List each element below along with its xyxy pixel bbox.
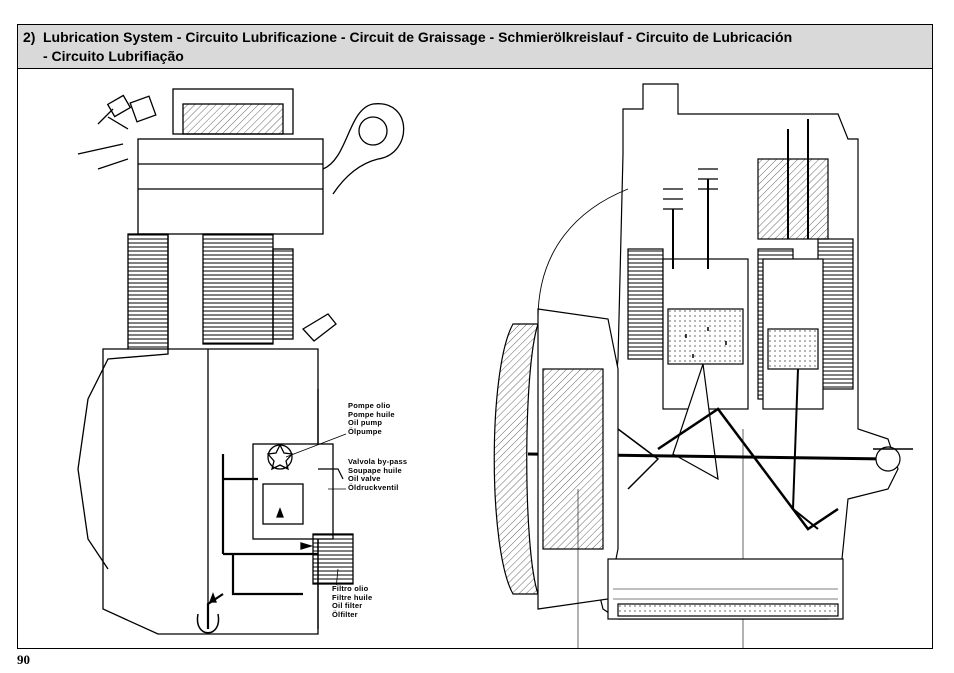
bypass-valve-label-fr: Soupape huile [348, 465, 402, 475]
oil-pump-label-en: Oil pump [348, 418, 383, 427]
bypass-valve-label-en: Oil valve [348, 474, 381, 483]
oil-pump-label-de: Ölpumpe [348, 426, 382, 436]
oil-filter-label-fr: Filtre huile [332, 592, 373, 602]
oil-filter-label-en: Oil filter [332, 601, 363, 610]
oil-flow-lines [617, 428, 913, 490]
bypass-valve-label-it: Valvola by-pass [348, 457, 408, 466]
page-frame: 2) Lubrication System - Circuito Lubrifi… [17, 24, 933, 649]
oil-pump-label-it: Pompe olio [348, 401, 391, 410]
section-header: 2) Lubrication System - Circuito Lubrifi… [18, 25, 932, 69]
oil-filter-label: Filtro olio Filtre huile Oil filter Ölfi… [332, 584, 373, 619]
engine-side-view [77, 88, 405, 635]
section-title-line-1: Lubrication System - Circuito Lubrificaz… [43, 29, 793, 45]
section-title-line-2: - Circuito Lubrifiação [43, 48, 184, 64]
bypass-valve-label-de: Öldruckventil [348, 482, 399, 492]
section-number: 2) [23, 29, 36, 45]
engine-cutaway-view [493, 83, 901, 648]
oil-filter-label-it: Filtro olio [332, 584, 369, 593]
oil-filter-label-de: Ölfilter [332, 609, 358, 619]
bypass-valve-label: Valvola by-pass Soupape huile Oil valve … [348, 457, 408, 492]
oil-pump-label: Pompe olio Pompe huile Oil pump Ölpumpe [348, 401, 395, 436]
lubrication-diagram [77, 83, 913, 648]
oil-pump-label-fr: Pompe huile [348, 409, 395, 419]
page-number: 90 [17, 652, 30, 667]
